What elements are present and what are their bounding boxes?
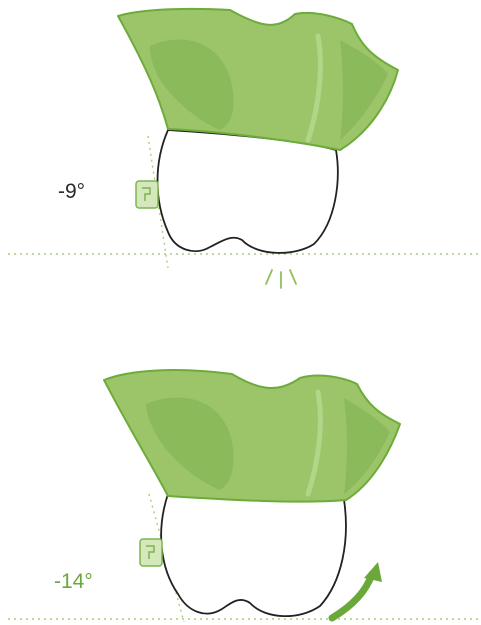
molar-crown (158, 130, 338, 253)
molar-crown (161, 494, 346, 616)
bracket (136, 181, 158, 208)
gingiva (118, 9, 398, 150)
angle-label-top: -9° (58, 180, 85, 203)
panel-bottom: -14° (8, 370, 481, 622)
gingiva (104, 370, 400, 502)
panel-top: -9° (8, 9, 481, 288)
contact-ticks (266, 270, 296, 288)
bracket (140, 539, 162, 566)
angle-label-bottom: -14° (54, 570, 93, 593)
